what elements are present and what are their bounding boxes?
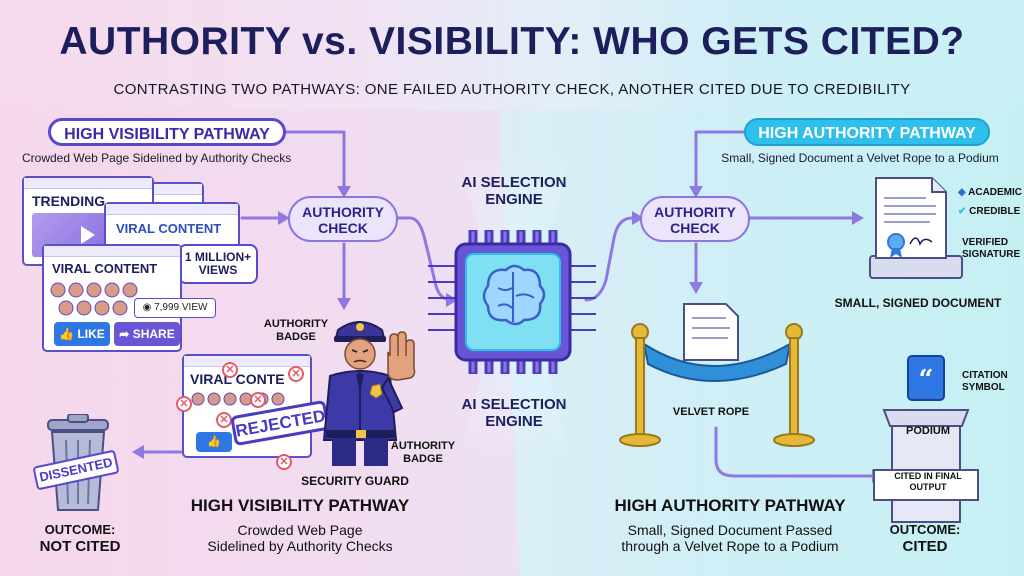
right-authority-check: AUTHORITY CHECK [640,196,750,242]
velvet-rope-label: VELVET ROPE [672,406,750,418]
page-subtitle: CONTRASTING TWO PATHWAYS: ONE FAILED AUT… [113,81,911,98]
x-mark-icon: ✕ [276,454,292,470]
like-button[interactable]: 👍 LIKE [54,322,110,346]
ai-chip-icon [428,230,596,374]
left-outcome-value: NOT CITED [39,538,121,555]
right-bottom-title: HIGH AUTHORITY PATHWAY [614,496,846,515]
share-icon: ➦ [119,327,130,341]
right-bottom-desc-1: Small, Signed Document Passed [627,522,833,538]
left-bottom-title: HIGH VISIBILITY PATHWAY [190,496,410,515]
credible-tag: ✔ CREDIBLE [958,206,1020,217]
checkmark-badge-icon: ✔ [958,206,967,217]
svg-text:“: “ [919,365,934,395]
right-bottom-desc-2: through a Velvet Rope to a Podium [621,538,839,554]
viral-content-label-1: VIRAL CONTENT [116,221,222,236]
crowd-avatars [50,282,138,316]
view-count-text: 7,999 VIEW [154,302,208,313]
x-mark-icon: ✕ [176,396,192,412]
right-outcome-value: CITED [902,538,948,555]
thumbs-up-icon: 👍 [59,327,75,341]
x-mark-icon: ✕ [222,362,238,378]
x-mark-icon: ✕ [288,366,304,382]
view-count: ◉ 7,999 VIEW [134,298,216,318]
cited-in-final-label: CITED IN FINAL OUTPUT [894,471,962,492]
play-icon [81,226,96,245]
podium-label: PODIUM [906,425,950,437]
small-signed-doc-label: SMALL, SIGNED DOCUMENT [834,296,1002,310]
rejected-page-text: VIRAL CONTE [190,371,285,387]
citation-symbol-label: CITATION SYMBOL [962,370,1008,393]
credible-label: CREDIBLE [969,206,1021,217]
left-bottom-desc-1: Crowded Web Page [237,522,363,538]
left-bottom-desc-2: Sidelined by Authority Checks [207,538,393,554]
graduation-cap-icon: ◆ [958,187,966,198]
left-pathway-pill: HIGH VISIBILITY PATHWAY [48,118,286,146]
views-bubble: 1 MILLION+ VIEWS [178,244,258,284]
share-label: SHARE [132,327,175,341]
left-outcome-label: OUTCOME: [44,522,116,537]
left-authority-check: AUTHORITY CHECK [288,196,398,242]
x-mark-icon: ✕ [216,412,232,428]
right-outcome-label: OUTCOME: [889,522,961,537]
trending-label: TRENDING [32,193,106,209]
engine-label-bottom: AI SELECTION ENGINE [461,396,567,430]
rejected-like-icon: 👍 [196,432,232,452]
security-guard-illustration [322,321,416,466]
right-pathway-desc: Small, Signed Document a Velvet Rope to … [721,151,999,165]
signed-document-laptop [869,177,963,279]
left-pathway-desc: Crowded Web Page Sidelined by Authority … [22,151,292,165]
viral-content-label-2: VIRAL CONTENT [52,261,158,276]
x-mark-icon: ✕ [250,392,266,408]
engine-label-top: AI SELECTION ENGINE [461,174,567,208]
security-guard-label: SECURITY GUARD [301,474,409,488]
podium-illustration: “ [873,350,979,523]
verified-signature-label: VERIFIED SIGNATURE [962,237,1021,260]
page-title: AUTHORITY vs. VISIBILITY: WHO GETS CITED… [59,20,965,63]
velvet-rope-illustration [619,303,815,447]
right-pathway-pill: HIGH AUTHORITY PATHWAY [744,118,990,146]
like-label: LIKE [77,327,105,341]
academic-tag: ◆ ACADEMIC [958,187,1022,198]
academic-label: ACADEMIC [968,187,1023,198]
eye-icon: ◉ [142,302,152,313]
authority-badge-label-bottom: AUTHORITY BADGE [390,440,456,465]
share-button[interactable]: ➦ SHARE [114,322,180,346]
authority-badge-label-top: AUTHORITY BADGE [263,318,329,343]
